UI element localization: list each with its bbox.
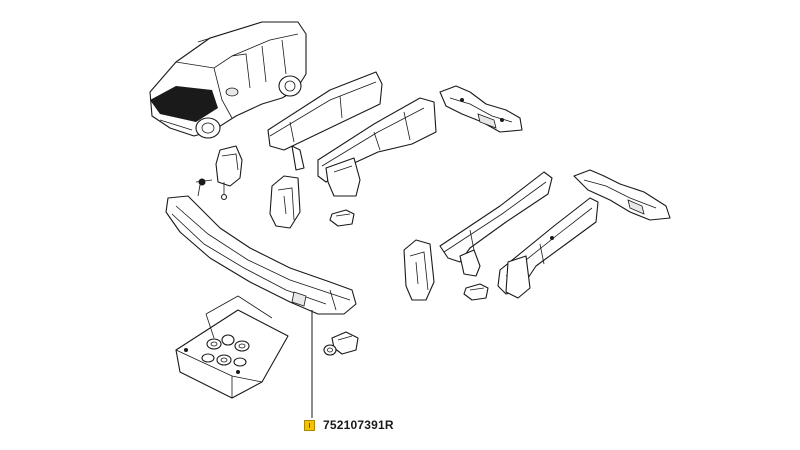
lower-bracket-assembly (573, 169, 671, 221)
part-reference-callout[interactable]: 752107391R (304, 418, 394, 432)
clip-small-lower (463, 283, 489, 301)
upper-bracket-assembly (439, 85, 523, 133)
crash-box-bracket (195, 145, 243, 201)
towing-eye (323, 331, 359, 356)
clip-small-upper (329, 209, 355, 227)
vehicle-locator-icon (149, 21, 307, 139)
mounting-bracket-left (269, 175, 301, 229)
lower-side-rail-right (497, 197, 599, 299)
lower-side-rail-left (439, 171, 553, 277)
upper-side-rail-left (267, 71, 383, 171)
upper-side-rail-right (317, 97, 437, 197)
front-bumper-beam (165, 195, 357, 315)
part-reference-number[interactable]: 752107391R (323, 418, 394, 432)
highlight-marker-icon (304, 419, 315, 431)
hardware-kit-box (175, 295, 289, 399)
mounting-bracket-lower (403, 239, 435, 301)
